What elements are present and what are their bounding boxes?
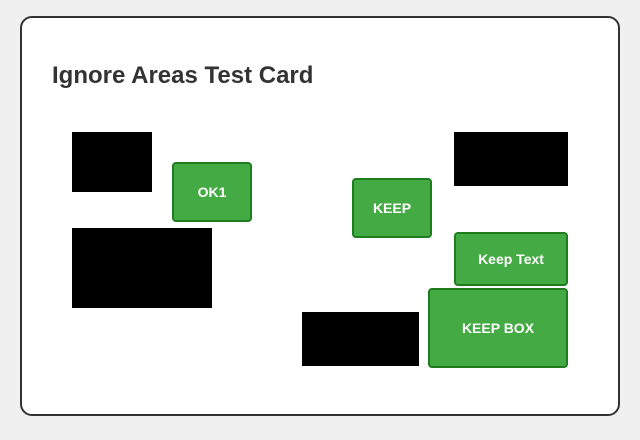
keep-button[interactable]: KEEP xyxy=(352,178,432,238)
ignore-area-3 xyxy=(454,132,568,186)
ok1-button[interactable]: OK1 xyxy=(172,162,252,222)
ignore-area-4 xyxy=(302,312,419,366)
keep-text-button[interactable]: Keep Text xyxy=(454,232,568,286)
ignore-area-2 xyxy=(72,228,212,308)
ignore-area-1 xyxy=(72,132,152,192)
test-card: Ignore Areas Test Card OK1 KEEP Keep Tex… xyxy=(20,16,620,416)
keep-box-button[interactable]: KEEP BOX xyxy=(428,288,568,368)
card-title: Ignore Areas Test Card xyxy=(52,62,314,89)
